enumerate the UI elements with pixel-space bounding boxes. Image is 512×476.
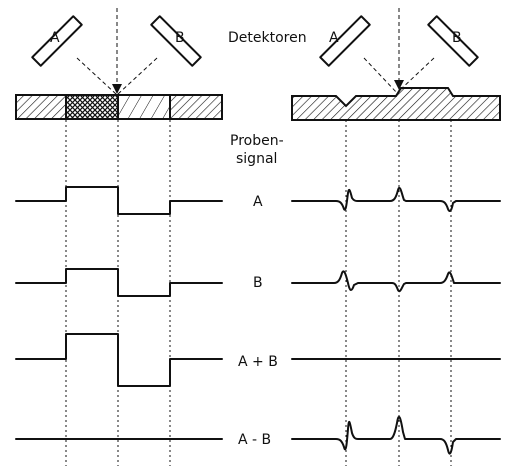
left-ray-a xyxy=(76,57,117,95)
right-signal-b xyxy=(291,270,501,293)
right-signal-diff xyxy=(291,415,501,455)
left-beam-arrow xyxy=(112,84,122,94)
left-specimen xyxy=(15,94,223,120)
right-guides xyxy=(345,120,452,466)
right-detector-a xyxy=(319,15,371,67)
left-detector-b-label: B xyxy=(175,30,185,46)
right-detector-b-label: B xyxy=(452,30,462,46)
probe-signal-label-2: signal xyxy=(236,151,277,167)
right-detector-b xyxy=(427,15,479,67)
right-beam-arrow xyxy=(394,80,404,90)
right-detector-a-label: A xyxy=(329,30,339,46)
row-label-diff: A - B xyxy=(238,432,271,448)
probe-signal-label-1: Proben- xyxy=(230,133,284,149)
row-label-b: B xyxy=(253,275,263,291)
left-ray-b xyxy=(117,57,158,95)
detectors-label: Detektoren xyxy=(228,30,307,46)
right-specimen xyxy=(291,87,501,121)
left-detector-a-label: A xyxy=(50,30,60,46)
left-signal-a xyxy=(15,186,223,215)
left-detector-b xyxy=(150,15,202,67)
left-detector-a xyxy=(31,15,83,67)
row-label-sum: A + B xyxy=(238,354,278,370)
row-label-a: A xyxy=(253,194,263,210)
right-signal-a xyxy=(291,186,501,213)
right-detectors: A B xyxy=(319,8,479,95)
left-signal-b xyxy=(15,268,223,297)
left-detectors: A B xyxy=(31,8,202,95)
right-ray-b xyxy=(399,57,435,91)
right-ray-a xyxy=(363,57,399,95)
left-signal-sum xyxy=(15,333,223,387)
